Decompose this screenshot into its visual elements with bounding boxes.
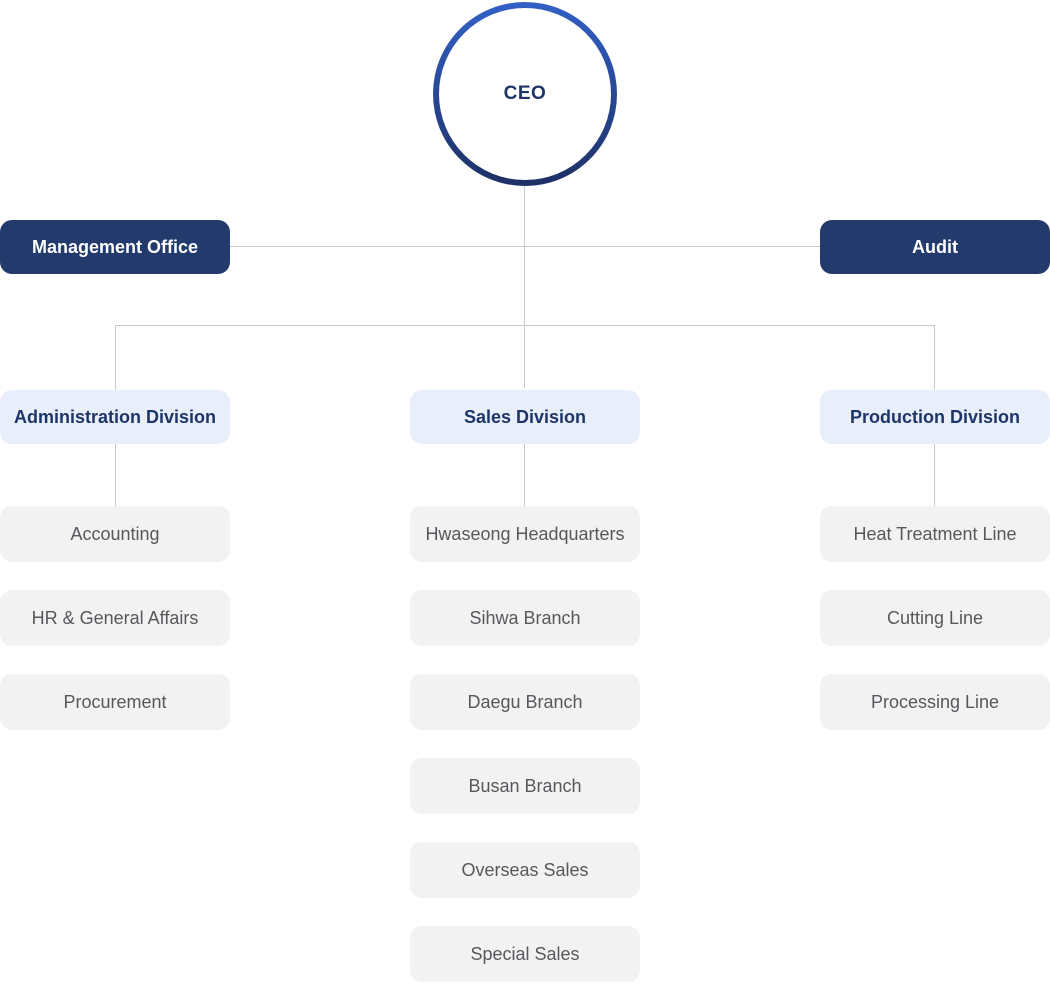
dept-label: Busan Branch	[468, 775, 582, 796]
connector-management-audit	[230, 246, 820, 247]
dept-label: HR & General Affairs	[31, 607, 199, 628]
dept-node-hwaseong-headquarters: Hwaseong Headquarters	[410, 506, 640, 562]
dept-label: Overseas Sales	[461, 859, 589, 880]
dept-node-busan-branch: Busan Branch	[410, 758, 640, 814]
connector-production-children	[934, 444, 935, 506]
dept-label: Special Sales	[470, 943, 580, 964]
dept-node-sihwa-branch: Sihwa Branch	[410, 590, 640, 646]
dept-node-special-sales: Special Sales	[410, 926, 640, 982]
connector-admin-drop	[115, 325, 116, 390]
dept-node-cutting-line: Cutting Line	[820, 590, 1050, 646]
connector-divisions-horizontal	[115, 325, 935, 326]
division-node-sales: Sales Division	[410, 390, 640, 444]
dept-label: Procurement	[63, 691, 167, 712]
dept-label: Processing Line	[870, 691, 1000, 712]
dept-label: Accounting	[70, 523, 160, 544]
dept-node-daegu-branch: Daegu Branch	[410, 674, 640, 730]
dept-node-heat-treatment-line: Heat Treatment Line	[820, 506, 1050, 562]
connector-ceo-vertical	[524, 185, 525, 388]
dept-node-accounting: Accounting	[0, 506, 230, 562]
connector-admin-children	[115, 444, 116, 506]
dept-label: Heat Treatment Line	[853, 523, 1017, 544]
division-node-administration: Administration Division	[0, 390, 230, 444]
dept-node-processing-line: Processing Line	[820, 674, 1050, 730]
dept-label: Daegu Branch	[467, 691, 583, 712]
division-label: Administration Division	[13, 406, 217, 427]
ceo-label: CEO	[503, 83, 547, 104]
audit-label: Audit	[912, 236, 958, 257]
division-label: Sales Division	[463, 406, 587, 427]
dept-node-hr-general-affairs: HR & General Affairs	[0, 590, 230, 646]
management-office-node: Management Office	[0, 220, 230, 274]
management-office-label: Management Office	[31, 236, 199, 257]
division-label: Production Division	[849, 406, 1020, 427]
audit-node: Audit	[820, 220, 1050, 274]
dept-label: Hwaseong Headquarters	[425, 523, 625, 544]
connector-production-drop	[934, 325, 935, 390]
dept-node-overseas-sales: Overseas Sales	[410, 842, 640, 898]
ceo-node: CEO	[433, 2, 617, 186]
dept-label: Cutting Line	[886, 607, 984, 628]
ceo-node-inner: CEO	[439, 8, 611, 180]
dept-label: Sihwa Branch	[469, 607, 581, 628]
division-node-production: Production Division	[820, 390, 1050, 444]
connector-sales-children	[524, 444, 525, 506]
dept-node-procurement: Procurement	[0, 674, 230, 730]
